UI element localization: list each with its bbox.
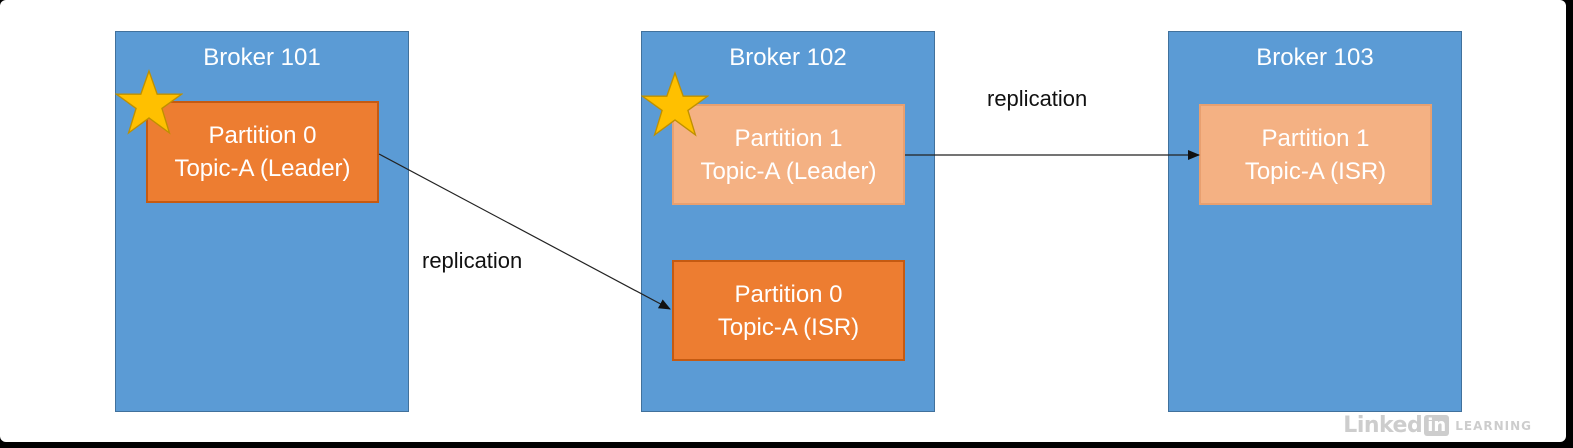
partition-0-leader-broker-101: Partition 0 Topic-A (Leader) <box>146 101 379 203</box>
broker-title: Broker 103 <box>1256 44 1374 71</box>
star-icon <box>115 69 183 135</box>
linkedin-learning-watermark: Linked in LEARNING <box>1343 413 1532 438</box>
watermark-suffix: LEARNING <box>1455 418 1532 433</box>
partition-label: Partition 1 <box>734 124 843 152</box>
replication-label-p1: replication <box>987 86 1088 111</box>
partition-1-isr-broker-103: Partition 1 Topic-A (ISR) <box>1199 104 1432 205</box>
partition-label: Partition 1 <box>1261 124 1370 152</box>
star-icon <box>641 71 709 137</box>
replication-label-p0: replication <box>422 248 523 273</box>
partition-topic: Topic-A (Leader) <box>174 155 351 182</box>
partition-label: Partition 0 <box>208 122 317 149</box>
partition-topic: Topic-A (Leader) <box>700 157 877 185</box>
broker-103: Broker 103 <box>1168 31 1462 412</box>
broker-title: Broker 101 <box>203 44 321 71</box>
broker-title: Broker 102 <box>729 44 847 71</box>
watermark-brand: Linked <box>1343 413 1423 438</box>
partition-topic: Topic-A (ISR) <box>717 313 860 341</box>
partition-1-leader-broker-102: Partition 1 Topic-A (Leader) <box>672 104 905 205</box>
partition-0-isr-broker-102: Partition 0 Topic-A (ISR) <box>672 260 905 361</box>
watermark-brand-box: in <box>1424 415 1450 436</box>
replication-arrow-p0 <box>378 153 671 310</box>
partition-label: Partition 0 <box>734 280 843 308</box>
partition-topic: Topic-A (ISR) <box>1244 157 1387 185</box>
